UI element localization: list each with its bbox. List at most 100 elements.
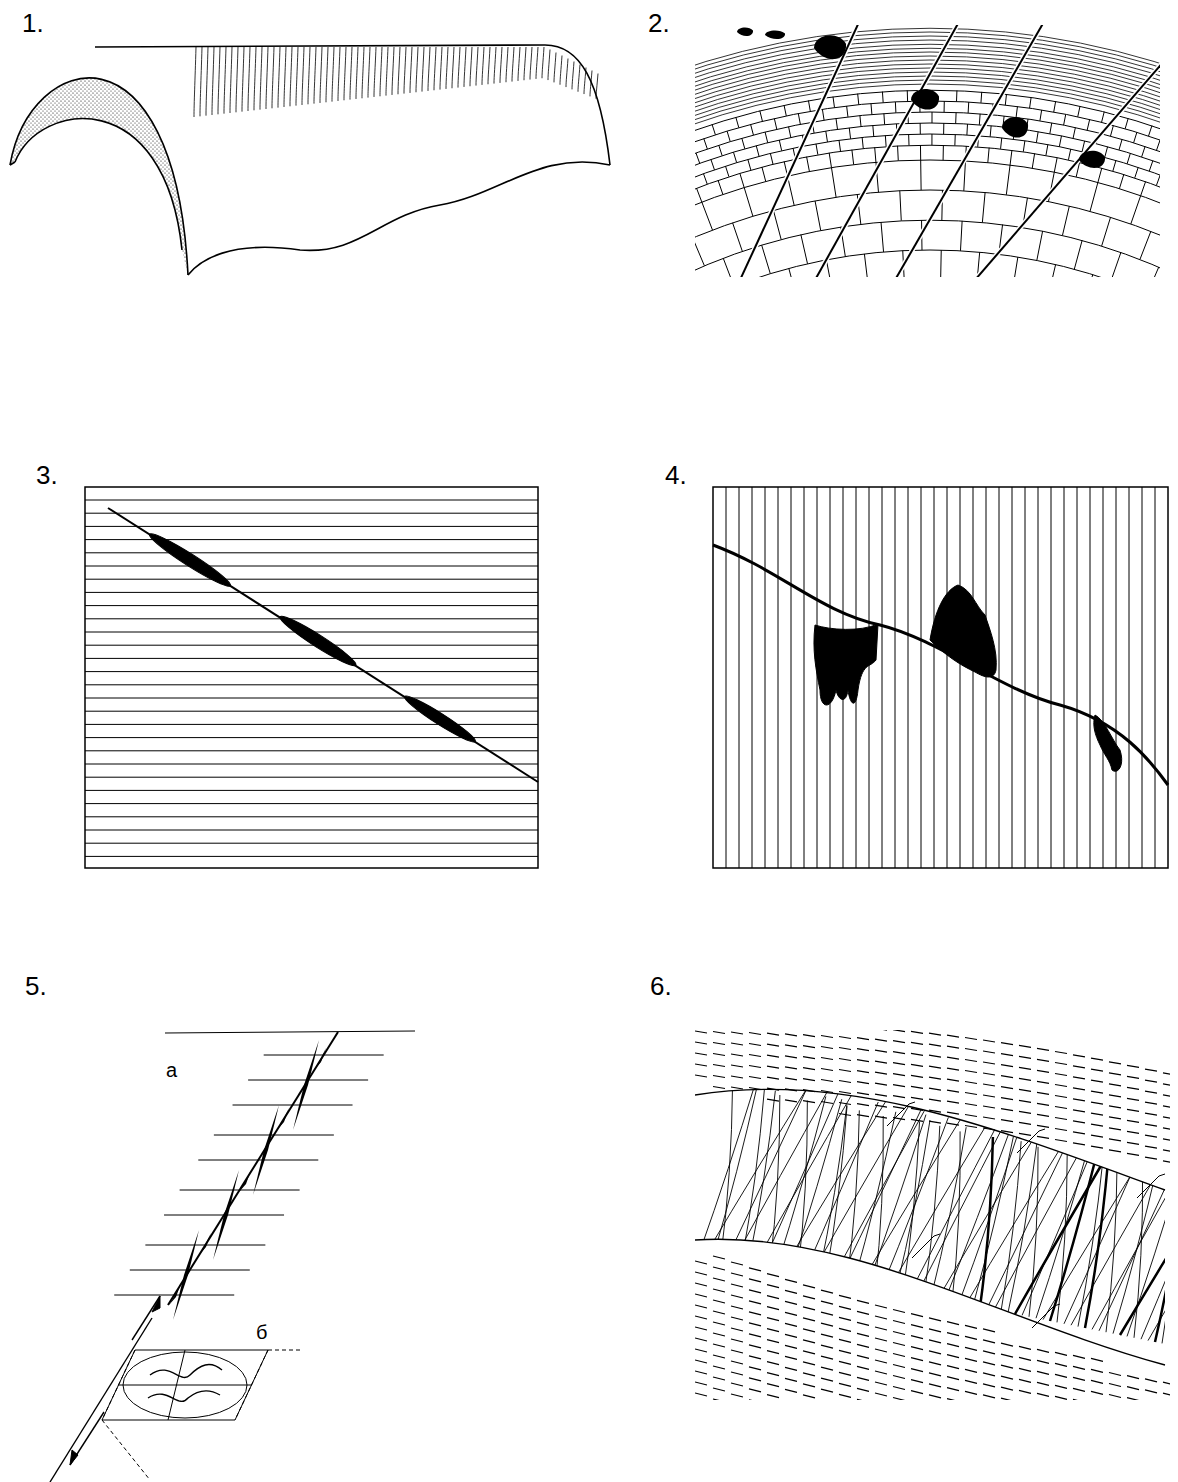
drawing-stroke <box>742 1089 764 1259</box>
drawing-stroke <box>954 134 955 145</box>
drawing-stroke <box>798 114 800 125</box>
drawing-stroke <box>964 161 966 191</box>
drawing-stroke <box>212 47 214 115</box>
drawing-stroke <box>1050 123 1052 134</box>
drawing-stroke <box>206 47 208 116</box>
drawing-stroke <box>875 147 876 162</box>
drawing-stroke <box>1141 1169 1170 1339</box>
drawing-stroke <box>1084 275 1093 277</box>
drawing-stroke <box>85 843 538 844</box>
drawing-stroke <box>762 245 771 274</box>
drawing-stroke <box>1147 267 1159 277</box>
drawing-stroke <box>718 180 723 194</box>
drawing-stroke <box>791 487 792 868</box>
drawing-stroke <box>266 47 268 109</box>
drawing-stroke <box>320 47 322 103</box>
drawing-stroke <box>416 47 418 92</box>
drawing-stroke <box>966 124 968 135</box>
drawing-stroke <box>422 47 424 92</box>
drawing-stroke <box>860 116 861 127</box>
drawing-stroke <box>736 117 739 128</box>
drawing-stroke <box>506 47 508 82</box>
drawing-stroke <box>852 150 854 165</box>
drawing-stroke <box>85 618 538 619</box>
drawing-stroke <box>242 47 244 112</box>
drawing-stroke <box>931 1127 966 1297</box>
drawing-stroke <box>770 153 773 164</box>
drawing-stroke <box>85 803 538 804</box>
drawing-stroke <box>440 47 442 90</box>
drawing-stroke <box>85 764 538 765</box>
drawing-stroke <box>990 126 992 137</box>
drawing-stroke <box>897 146 899 161</box>
drawing-stroke <box>1129 487 1130 868</box>
drawing-stroke <box>1057 1152 1067 1322</box>
drawing-stroke <box>293 1040 319 1130</box>
drawing-stroke <box>1051 487 1052 868</box>
drawing-stroke <box>900 191 901 221</box>
drawing-stroke <box>829 153 831 168</box>
drawing-stroke <box>882 487 883 868</box>
drawing-stroke <box>1106 1162 1117 1332</box>
drawing-stroke <box>808 100 810 111</box>
drawing-stroke <box>895 102 897 113</box>
drawing-stroke <box>966 1134 1069 1304</box>
drawing-stroke <box>815 201 821 230</box>
fold-block <box>10 45 610 275</box>
drawing-stroke <box>704 139 708 149</box>
drawing-stroke <box>1156 140 1160 150</box>
drawing-stroke <box>1085 1158 1108 1328</box>
drawing-stroke <box>1098 168 1102 182</box>
drawing-stroke <box>944 101 945 112</box>
drawing-stroke <box>695 1382 761 1400</box>
drawing-stroke <box>912 1234 940 1258</box>
drawing-stroke <box>85 579 538 580</box>
drawing-stroke <box>428 47 430 91</box>
drawing-stroke <box>130 1270 250 1271</box>
drawing-stroke <box>833 97 835 108</box>
drawing-stroke <box>1032 153 1034 168</box>
drawing-stroke <box>695 1272 1170 1385</box>
drawing-stroke <box>814 35 846 59</box>
drawing-stroke <box>1062 206 1069 235</box>
drawing-stroke <box>908 487 909 868</box>
drawing-stroke <box>239 1170 251 1192</box>
drawing-stroke <box>596 74 598 99</box>
drawing-stroke <box>1022 1145 1094 1315</box>
part-letter: а <box>166 1060 177 1080</box>
drawing-stroke <box>826 1106 847 1276</box>
drawing-stroke <box>590 71 592 97</box>
folded-limestone <box>695 25 1160 277</box>
drawing-stroke <box>1092 1159 1170 1329</box>
drawing-stroke <box>728 1087 808 1257</box>
drawing-stroke <box>180 1190 300 1191</box>
drawing-stroke <box>566 59 568 88</box>
en-echelon-gashes <box>50 1031 415 1482</box>
drawing-stroke <box>921 487 922 868</box>
drawing-stroke <box>721 1085 733 1255</box>
drawing-stroke <box>955 112 956 123</box>
drawing-stroke <box>85 552 538 553</box>
drawing-stroke <box>695 160 1160 277</box>
drawing-stroke <box>1111 252 1121 277</box>
drawing-stroke <box>765 30 785 39</box>
drawing-stroke <box>1149 126 1152 136</box>
drawing-stroke <box>1025 487 1026 868</box>
drawing-stroke <box>1032 1304 1060 1328</box>
drawing-stroke <box>554 53 556 83</box>
drawing-stroke <box>452 47 454 88</box>
drawing-stroke <box>920 160 921 190</box>
drawing-stroke <box>1017 1129 1045 1153</box>
drawing-stroke <box>987 1138 1070 1308</box>
drawing-stroke <box>230 47 232 113</box>
drawing-stroke <box>911 89 939 110</box>
drawing-stroke <box>695 36 1160 277</box>
panel-number: 5. <box>25 973 47 999</box>
drawing-stroke <box>85 671 538 672</box>
drawing-stroke <box>988 148 989 163</box>
drawing-stroke <box>1134 132 1137 143</box>
panel-number: 1. <box>22 10 44 36</box>
drawing-stroke <box>695 84 1160 277</box>
drawing-stroke <box>356 47 358 99</box>
panel-number: 4. <box>665 462 687 488</box>
